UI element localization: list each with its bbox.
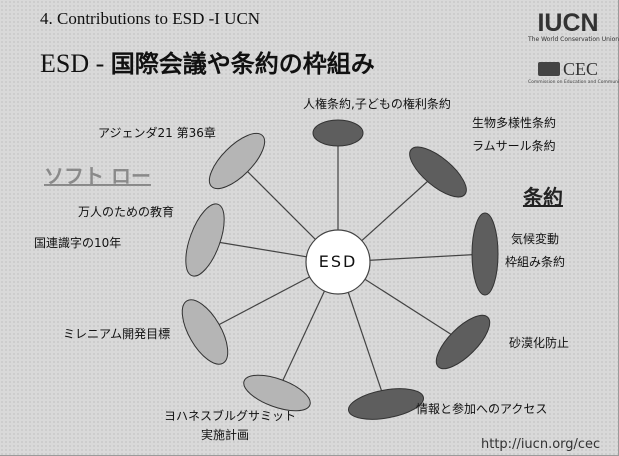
label-education-2: 国連識字の10年 bbox=[34, 236, 122, 250]
esd-center-circle bbox=[305, 229, 371, 295]
label-climate-1: 気候変動 bbox=[511, 232, 560, 246]
contribution-heading: 4. Contributions to ESD -I UCN bbox=[40, 9, 261, 28]
label-biodiversity-2: ラムサール条約 bbox=[472, 139, 556, 153]
cec-text: CEC bbox=[562, 59, 598, 79]
label-climate-2: 枠組み条約 bbox=[505, 255, 566, 269]
logo-block: IUCN The World Conservation Union CEC Co… bbox=[528, 9, 619, 85]
esd-center-label: ESD bbox=[318, 252, 358, 271]
footer-url: http://iucn.org/cec bbox=[481, 437, 601, 452]
slide-title: ESD - 国際会議や条約の枠組み bbox=[40, 44, 375, 79]
node-access-info bbox=[347, 388, 425, 420]
node-education-literacy bbox=[185, 203, 225, 277]
label-johannesburg-2: 実施計画 bbox=[201, 428, 250, 442]
node-millennium bbox=[181, 299, 229, 365]
label-access-info: 情報と参加へのアクセス bbox=[416, 402, 548, 416]
title-prefix: ESD - bbox=[40, 49, 111, 78]
node-johannesburg bbox=[243, 374, 311, 412]
label-education-1: 万人のための教育 bbox=[78, 205, 175, 219]
cec-subtitle: Commission on Education and Communicatio… bbox=[528, 80, 619, 85]
node-biodiversity bbox=[409, 146, 467, 198]
label-biodiversity-1: 生物多様性条約 bbox=[472, 116, 557, 130]
cec-logo: CEC bbox=[528, 60, 608, 78]
label-johannesburg-1: ヨハネスブルグサミット bbox=[164, 409, 297, 423]
label-desertification: 砂漠化防止 bbox=[509, 336, 570, 350]
node-climate bbox=[471, 212, 499, 296]
cec-emblem-icon bbox=[537, 62, 560, 76]
iucn-subtitle: The World Conservation Union bbox=[528, 36, 619, 43]
label-millennium: ミレニアム開発目標 bbox=[63, 327, 171, 341]
node-agenda21 bbox=[208, 132, 266, 190]
label-human-rights: 人権条約,子どもの権利条約 bbox=[303, 97, 451, 111]
label-agenda21: アジェンダ21 第36章 bbox=[98, 126, 216, 140]
node-desertification bbox=[435, 314, 491, 370]
iucn-logo: IUCN bbox=[537, 9, 599, 37]
node-human-rights bbox=[312, 119, 364, 147]
title-japanese: 国際会議や条約の枠組み bbox=[110, 50, 375, 78]
category-soft-law: ソフト ロー bbox=[44, 164, 151, 188]
category-treaties: 条約 bbox=[523, 185, 563, 209]
